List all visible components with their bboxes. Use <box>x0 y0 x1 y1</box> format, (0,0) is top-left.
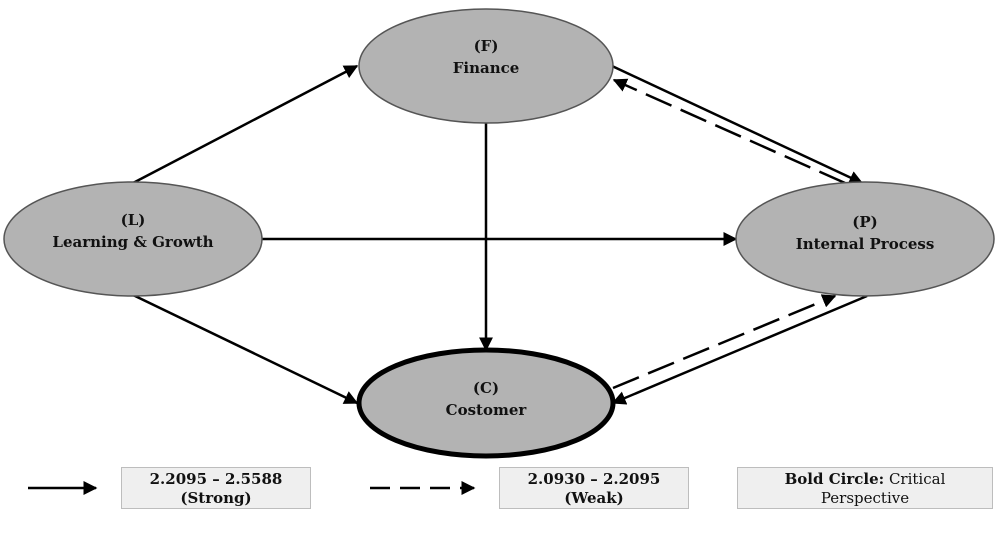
edge-process-to-finance-weak <box>612 78 846 185</box>
edge-learning-to-customer <box>132 293 359 405</box>
legend-bold-circle-desc1: Critical <box>888 470 946 488</box>
node-finance-label: Finance <box>452 59 520 77</box>
node-learning-text: (L) Learning & Growth <box>18 209 248 253</box>
node-process-label: Internal Process <box>795 235 935 253</box>
node-customer-text: (C) Costomer <box>386 377 586 421</box>
edges <box>132 64 868 405</box>
legend-strong-box: 2.2095 – 2.5588 (Strong) <box>121 467 311 509</box>
legend-strong-range: 2.2095 – 2.5588 <box>149 470 283 488</box>
legend-bold-circle-box: Bold Circle: Critical Perspective <box>737 467 993 509</box>
node-learning-code: (L) <box>120 211 146 229</box>
edge-process-to-customer <box>611 294 868 405</box>
node-process <box>735 181 995 297</box>
node-learning-label: Learning & Growth <box>52 233 214 251</box>
legend-bold-circle-term: Bold Circle: <box>784 470 885 488</box>
node-customer <box>356 347 616 459</box>
edge-learning-to-finance <box>132 64 359 185</box>
edge-customer-to-process-weak <box>612 294 837 390</box>
legend-bold-circle-line1: Bold Circle: Critical <box>738 470 992 489</box>
legend-weak-box: 2.0930 – 2.2095 (Weak) <box>499 467 689 509</box>
legend-weak-label: (Weak) <box>564 489 624 507</box>
node-finance-text: (F) Finance <box>386 35 586 79</box>
legend-bold-circle-desc2: Perspective <box>820 489 910 507</box>
legend-strong-label: (Strong) <box>180 489 252 507</box>
node-process-text: (P) Internal Process <box>750 211 980 255</box>
edge-finance-to-process <box>611 64 864 185</box>
node-finance-code: (F) <box>473 37 499 55</box>
node-process-code: (P) <box>852 213 878 231</box>
node-customer-label: Costomer <box>445 401 527 419</box>
legend-weak-range: 2.0930 – 2.2095 <box>527 470 661 488</box>
node-learning <box>3 181 263 297</box>
node-finance <box>358 8 614 124</box>
node-customer-code: (C) <box>472 379 500 397</box>
